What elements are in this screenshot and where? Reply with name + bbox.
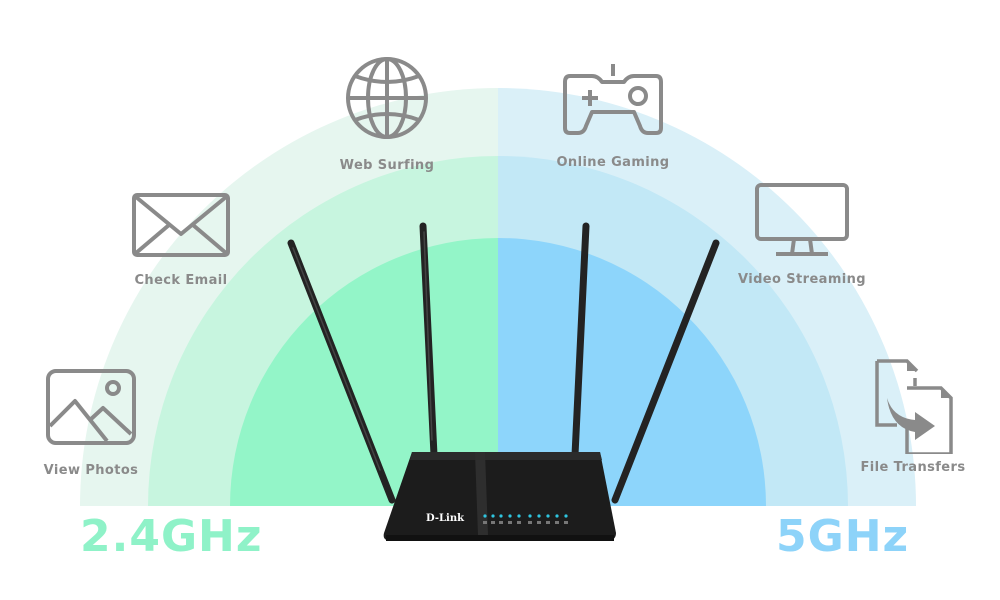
- router-brand-logo: D-Link: [426, 513, 465, 524]
- globe-icon: [346, 57, 428, 139]
- feature-view-photos: View Photos: [30, 368, 152, 478]
- feature-label: Web Surfing: [339, 158, 435, 173]
- feature-file-transfers: File Transfers: [850, 358, 976, 475]
- feature-check-email: Check Email: [118, 192, 244, 288]
- envelope-icon: [132, 193, 230, 257]
- feature-label: File Transfers: [860, 460, 966, 475]
- image-icon: [46, 369, 136, 445]
- band-label-5ghz: 5GHz: [776, 511, 910, 562]
- band-label-24ghz: 2.4GHz: [80, 511, 263, 562]
- feature-label: Online Gaming: [556, 155, 670, 170]
- gamepad-icon: [563, 64, 663, 135]
- monitor-icon: [755, 183, 849, 256]
- router-status-leds: [483, 514, 568, 518]
- feature-label: Video Streaming: [737, 272, 866, 287]
- file-transfer-icon: [875, 359, 953, 454]
- feature-web-surfing: Web Surfing: [322, 56, 452, 173]
- feature-video-streaming: Video Streaming: [732, 182, 872, 287]
- feature-label: View Photos: [43, 463, 139, 478]
- feature-label: Check Email: [134, 273, 228, 288]
- antennas: [287, 222, 720, 504]
- feature-online-gaming: Online Gaming: [545, 62, 681, 170]
